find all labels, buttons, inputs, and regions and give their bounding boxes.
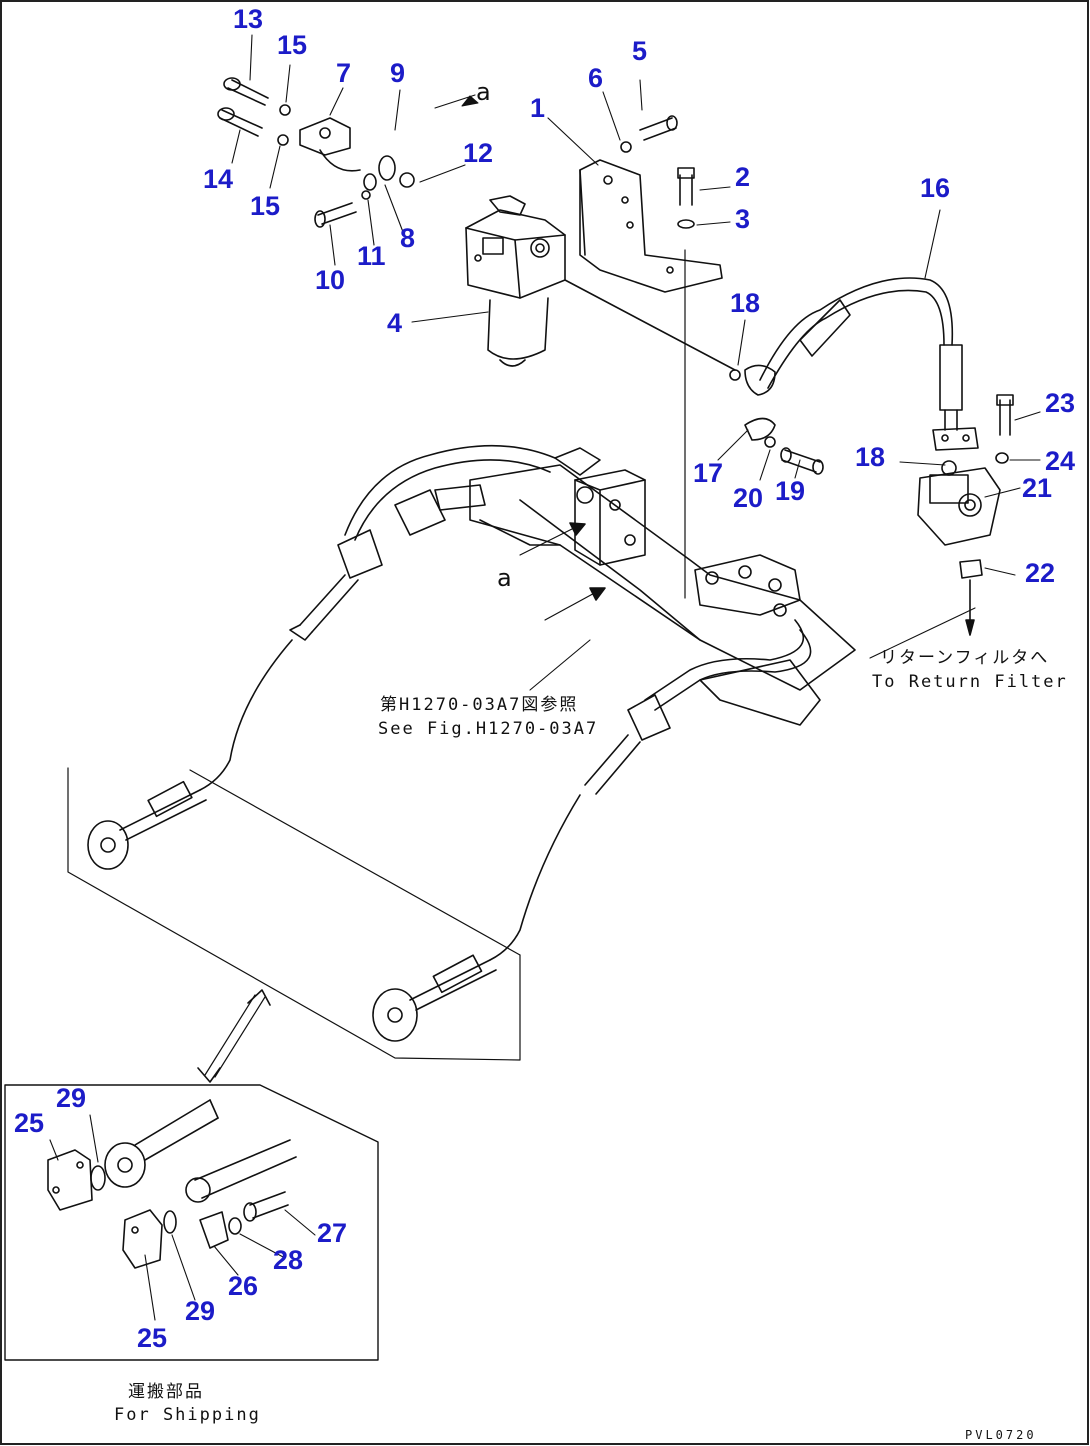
callout-29-lower: 29 — [185, 1296, 216, 1326]
callout-4: 4 — [387, 308, 403, 338]
callout-29-upper: 29 — [56, 1083, 87, 1113]
callout-23: 23 — [1045, 388, 1076, 418]
callout-5: 5 — [632, 36, 648, 66]
callout-17: 17 — [693, 458, 724, 488]
callout-3: 3 — [735, 204, 751, 234]
return-filter-note-en: To Return Filter — [872, 672, 1068, 692]
callout-16: 16 — [920, 173, 951, 203]
callout-26: 26 — [228, 1271, 259, 1301]
callout-22: 22 — [1025, 558, 1056, 588]
return-hose-assembly — [729, 277, 1014, 636]
callout-15-bottom: 15 — [250, 191, 281, 221]
shipping-note-en: For Shipping — [114, 1405, 261, 1425]
callout-6: 6 — [588, 63, 604, 93]
view-mark-a-lower: a — [497, 564, 512, 592]
callout-18-right: 18 — [855, 442, 886, 472]
shipping-note-jp: 運搬部品 — [128, 1382, 204, 1402]
shipping-inset — [4, 1084, 379, 1361]
callout-14: 14 — [203, 164, 234, 194]
callout-leaders — [49, 34, 1041, 1321]
callout-21: 21 — [1022, 473, 1053, 503]
callout-7: 7 — [336, 58, 352, 88]
valve-bracket-assembly — [217, 77, 736, 599]
callout-12: 12 — [463, 138, 494, 168]
main-frame-assembly — [337, 444, 856, 741]
callout-2: 2 — [735, 162, 751, 192]
callout-1: 1 — [530, 93, 546, 123]
callout-8: 8 — [400, 223, 416, 253]
lower-hose-assembly — [67, 574, 641, 1083]
callout-10: 10 — [315, 265, 346, 295]
see-fig-note-en: See Fig.H1270-03A7 — [378, 719, 599, 739]
callout-25-lower: 25 — [137, 1323, 168, 1353]
see-fig-note-jp: 第H1270-03A7図参照 — [380, 695, 579, 715]
callout-18-upper: 18 — [730, 288, 761, 318]
callout-28: 28 — [273, 1245, 304, 1275]
callout-19: 19 — [775, 476, 806, 506]
callout-13: 13 — [233, 4, 264, 34]
return-filter-note-jp: リターンフィルタへ — [880, 648, 1050, 668]
view-mark-a-upper: a — [476, 78, 491, 106]
callout-27: 27 — [317, 1218, 348, 1248]
callout-25-upper: 25 — [14, 1108, 45, 1138]
figure-code: PVL0720 — [965, 1428, 1037, 1442]
callout-11: 11 — [357, 241, 386, 271]
callout-9: 9 — [390, 58, 406, 88]
callout-15-top: 15 — [277, 30, 308, 60]
callout-24: 24 — [1045, 446, 1076, 476]
callout-20: 20 — [733, 483, 764, 513]
